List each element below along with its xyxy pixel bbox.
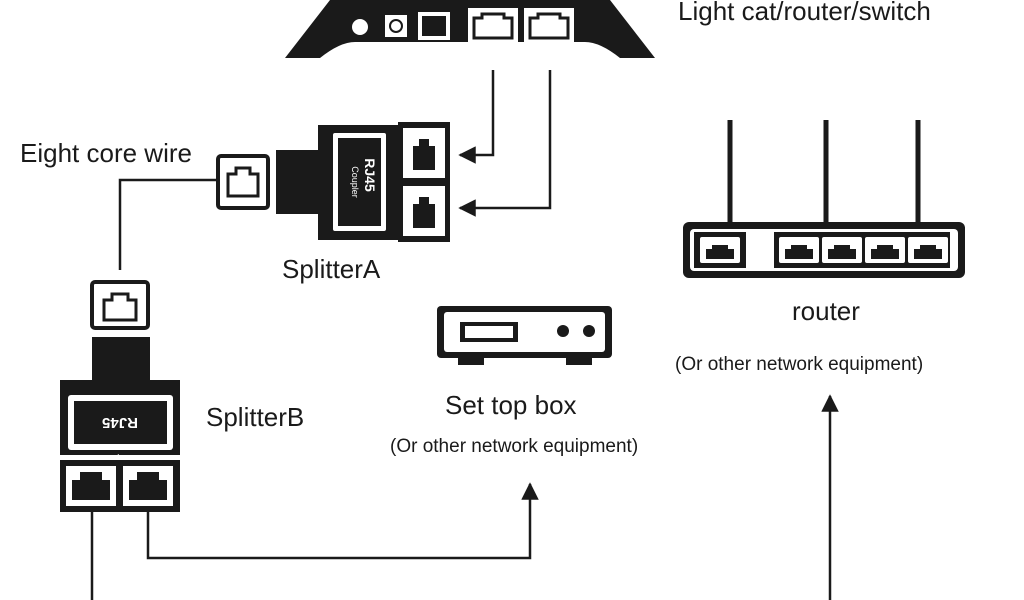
eight-core-wire-label: Eight core wire <box>20 138 192 168</box>
splitter-b-input-port <box>90 280 150 330</box>
power-led-icon <box>352 19 368 35</box>
splitter-a-coupler-text: Coupler <box>350 166 360 198</box>
splitter-a-label: SplitterA <box>282 254 381 284</box>
splitter-a-rj45-text: RJ45 <box>362 158 378 192</box>
splitter-a-input-port <box>216 154 270 210</box>
lan-port-1-icon <box>468 8 518 42</box>
router-note: (Or other network equipment) <box>675 354 924 375</box>
splitter-b-coupler-text: Coupler <box>104 454 136 464</box>
set-top-box-label: Set top box <box>445 390 577 420</box>
splitter-b-label: SplitterB <box>206 402 305 432</box>
splitter-b-output-wires <box>90 394 839 600</box>
splitter-a: RJ45 Coupler <box>216 122 450 242</box>
splitter-b-rj45-text: RJ45 <box>102 414 138 431</box>
eight-core-wire <box>118 178 216 270</box>
set-top-box-icon <box>437 306 612 365</box>
lan-port-2-icon <box>524 8 574 42</box>
button-icon <box>383 13 409 39</box>
router-device <box>683 120 965 278</box>
light-cat-label: Light cat/router/switch <box>678 0 931 26</box>
splitter-b: RJ45 Coupler <box>60 280 180 512</box>
set-top-box-note: (Or other network equipment) <box>390 436 639 457</box>
light-cat-device <box>285 0 655 58</box>
router-label: router <box>792 296 860 326</box>
cat-to-splitter-arrows <box>458 70 552 217</box>
